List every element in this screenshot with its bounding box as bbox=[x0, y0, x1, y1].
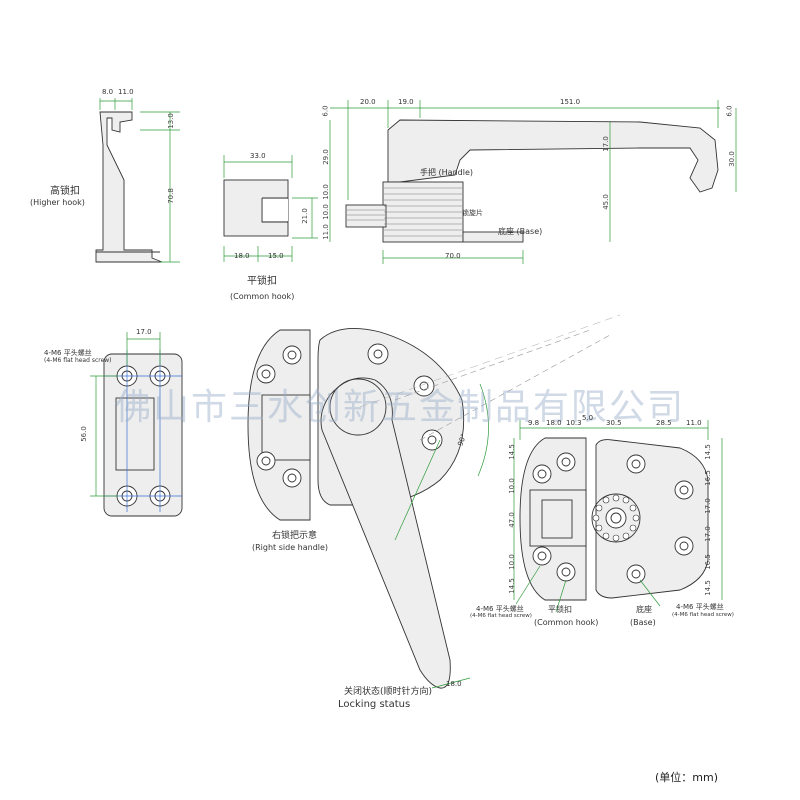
handle-dim-k: 30.0 bbox=[727, 151, 736, 167]
handle-dim-c: 151.0 bbox=[560, 98, 581, 106]
right-handle-title-en: (Right side handle) bbox=[252, 543, 329, 552]
plate-dim-top: 17.0 bbox=[136, 328, 152, 336]
handle-dim-l: 6.0 bbox=[725, 105, 734, 117]
handle-dim-e: 29.0 bbox=[321, 149, 330, 165]
br-screw-left-cn: 4-M6 平头螺丝 bbox=[476, 605, 524, 613]
br-dim-top-4: 30.5 bbox=[606, 419, 622, 427]
handle-dim-d: 6.0 bbox=[321, 105, 330, 117]
common-hook-dim-bottom2: 15.0 bbox=[268, 252, 284, 260]
right-handle-drawing bbox=[247, 314, 621, 689]
br-dim-right-1: 16.5 bbox=[703, 470, 712, 486]
right-handle-title-cn: 右锁把示意 bbox=[272, 531, 318, 541]
br-dim-top-0: 9.8 bbox=[528, 419, 540, 427]
handle-dim-f: 10.0 bbox=[321, 184, 330, 200]
handle-dim-b: 19.0 bbox=[398, 98, 414, 106]
common-hook-drawing bbox=[223, 155, 318, 262]
higher-hook-drawing bbox=[95, 98, 180, 263]
plate-drawing bbox=[90, 332, 183, 517]
br-dim-right-4: 16.5 bbox=[703, 554, 712, 570]
br-dim-left-0: 14.5 bbox=[507, 444, 516, 460]
handle-dim-h: 11.0 bbox=[321, 224, 330, 240]
higher-hook-title-cn: 高锁扣 bbox=[50, 186, 80, 197]
br-dim-right-0: 14.5 bbox=[703, 444, 712, 460]
br-screw-right-cn: 4-M6 平头螺丝 bbox=[676, 603, 724, 611]
br-dim-right-2: 17.0 bbox=[703, 498, 712, 514]
br-dim-top-5: 28.5 bbox=[656, 419, 672, 427]
br-hook-en: (Common hook) bbox=[534, 618, 599, 627]
br-dim-top-2: 10.3 bbox=[566, 419, 582, 427]
higher-hook-dim-w1: 8.0 bbox=[102, 88, 114, 96]
higher-hook-dim-h1: 13.0 bbox=[166, 113, 175, 129]
common-hook-dim-bottom1: 18.0 bbox=[234, 252, 250, 260]
br-dim-left-4: 14.5 bbox=[507, 578, 516, 594]
base-label: 底座 (Base) bbox=[498, 227, 543, 236]
higher-hook-title-en: (Higher hook) bbox=[30, 198, 85, 207]
handle-dim-m: 70.0 bbox=[445, 252, 461, 260]
lock-plate-label: 锁旋片 bbox=[462, 209, 483, 217]
br-dim-left-1: 10.0 bbox=[507, 478, 516, 494]
br-hook-cn: 平锁扣 bbox=[548, 605, 572, 614]
plate-dim-left: 56.0 bbox=[79, 426, 88, 442]
plate-screw-cn: 4-M6 平头螺丝 bbox=[44, 349, 92, 357]
locking-title-cn: 关闭状态(顺时针方向) bbox=[344, 687, 433, 697]
plate-screw-en: (4-M6 flat head screw) bbox=[44, 357, 112, 364]
handle-label: 手把 (Handle) bbox=[420, 168, 473, 177]
watermark: 佛山市三水创新五金制品有限公司 bbox=[114, 387, 685, 428]
br-dim-left-3: 10.0 bbox=[507, 554, 516, 570]
br-base-en: (Base) bbox=[630, 618, 656, 627]
higher-hook-dim-h2: 70.8 bbox=[166, 188, 175, 204]
common-hook-dim-top: 33.0 bbox=[250, 152, 266, 160]
br-screw-left-en: (4-M6 flat head screw) bbox=[470, 613, 532, 619]
br-base-cn: 底座 bbox=[636, 605, 652, 614]
common-hook-title-cn: 平锁扣 bbox=[247, 276, 277, 287]
br-dim-right-5: 14.5 bbox=[703, 580, 712, 596]
common-hook-title-en: (Common hook) bbox=[230, 292, 295, 301]
bottom-right-drawing bbox=[513, 420, 723, 613]
br-dim-left-2: 47.0 bbox=[507, 512, 516, 528]
locking-dim: 18.0 bbox=[446, 680, 462, 688]
br-screw-right-en: (4-M6 flat head screw) bbox=[672, 612, 734, 618]
br-dim-top-1: 18.0 bbox=[546, 419, 562, 427]
locking-title-en: Locking status bbox=[338, 699, 411, 710]
unit-note: (单位：mm) bbox=[654, 771, 718, 784]
handle-dim-g: 10.0 bbox=[321, 204, 330, 220]
br-dim-top-6: 11.0 bbox=[686, 419, 702, 427]
handle-side-drawing bbox=[329, 100, 737, 264]
br-dim-top-3: 5.0 bbox=[582, 414, 594, 422]
handle-dim-i: 17.0 bbox=[601, 136, 610, 152]
br-dim-right-3: 17.0 bbox=[703, 526, 712, 542]
higher-hook-dim-w2: 11.0 bbox=[118, 88, 134, 96]
handle-dim-a: 20.0 bbox=[360, 98, 376, 106]
common-hook-dim-height: 21.0 bbox=[300, 208, 309, 224]
handle-dim-j: 45.0 bbox=[601, 194, 610, 210]
